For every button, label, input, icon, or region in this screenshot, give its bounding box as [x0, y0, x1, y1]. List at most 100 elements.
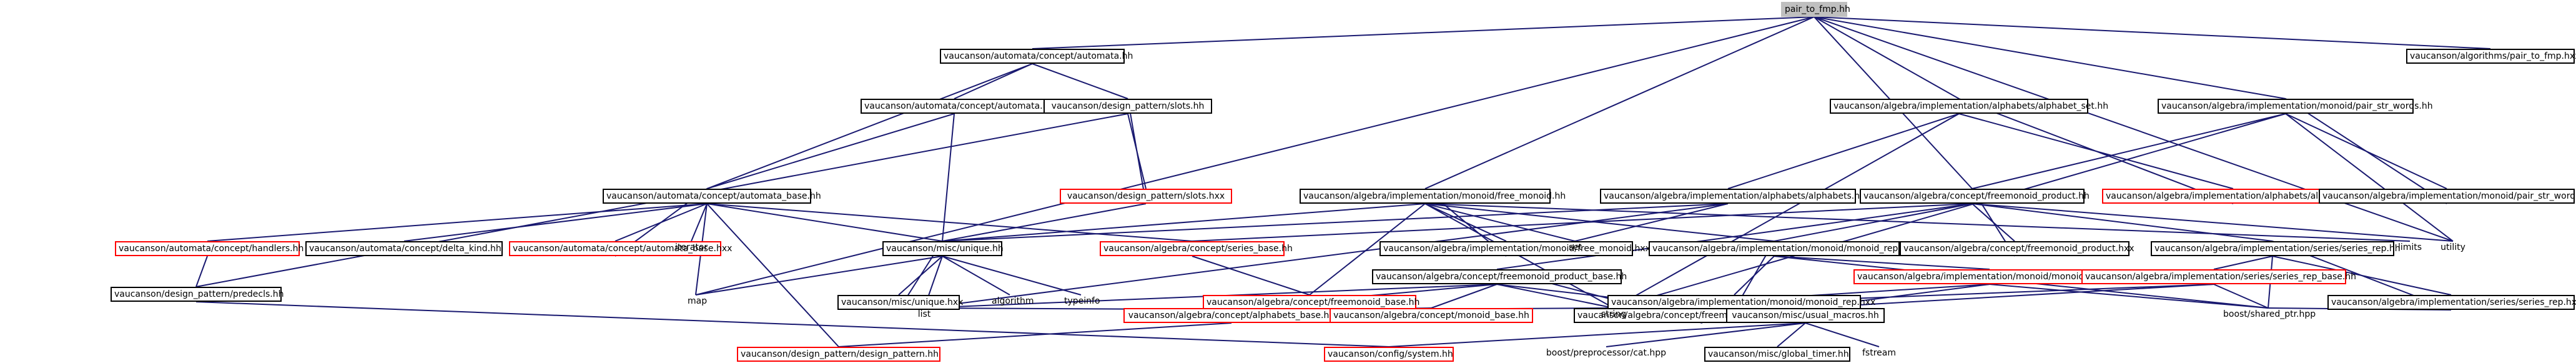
node-design-pattern-hh[interactable]: vaucanson/design_pattern/design_pattern.… — [737, 347, 940, 362]
node-unique-hh[interactable]: vaucanson/misc/unique.hh — [882, 241, 1004, 256]
node-algorithm: algorithm — [992, 296, 1034, 306]
edge-unique-hh-to-typeinfo — [942, 256, 1082, 296]
node-alphabets-base-hh[interactable]: vaucanson/algebra/concept/alphabets_base… — [1123, 308, 1340, 323]
edge-monoid-rep-hh-to-monoid-rep-base-hh — [1774, 256, 1990, 270]
edge-alphabet-set-hh-to-alphabets-hh — [1727, 113, 1960, 189]
edge-freemonoid-product-hh-to-series-base-hh — [1192, 203, 1973, 242]
edge-usual-macros-hh-to-fstream — [1805, 322, 1880, 347]
node-automata-base-hxx[interactable]: vaucanson/automata/concept/automata_base… — [509, 241, 732, 256]
node-typeinfo: typeinfo — [1064, 296, 1100, 306]
node-pair-to-fmp-hxx[interactable]: vaucanson/algorithms/pair_to_fmp.hxx — [2406, 49, 2576, 64]
edge-free-monoid-hh-to-unique-hh — [942, 203, 1426, 242]
node-system-hh[interactable]: vaucanson/config/system.hh — [1324, 347, 1454, 362]
edge-root-to-automata-hh — [1032, 16, 1815, 49]
edge-root-to-pair-str-words-hh — [1814, 16, 2286, 99]
node-iterator: iterator — [675, 242, 708, 252]
node-pair-str-words-hxx[interactable]: vaucanson/algebra/implementation/monoid/… — [2319, 189, 2576, 204]
node-series-base-hh[interactable]: vaucanson/algebra/concept/series_base.hh — [1100, 241, 1293, 256]
node-series-rep-hh[interactable]: vaucanson/algebra/implementation/series/… — [2151, 241, 2401, 256]
node-handlers-hh[interactable]: vaucanson/automata/concept/handlers.hh — [115, 241, 303, 256]
edge-pair-str-words-hxx-to-pair-str-words-hh — [2285, 98, 2447, 204]
node-series-rep-base-hh[interactable]: vaucanson/algebra/implementation/series/… — [2081, 269, 2356, 284]
edge-automata-base-hh-to-unique-hh — [706, 203, 943, 242]
edge-freemonoid-product-hh-to-monoid-rep-hh — [1774, 203, 1973, 242]
edge-alphabets-base-hh-to-design-pattern-hh — [838, 322, 1232, 347]
edge-root-to-pair-to-fmp-hxx — [1814, 16, 2491, 49]
edge-alphabets-hh-to-unique-hh — [942, 203, 1729, 242]
node-list: list — [917, 309, 931, 319]
node-map: map — [688, 296, 708, 306]
edge-automata-hxx-to-automata-base-hh — [706, 113, 955, 189]
edge-automata-base-hh-to-delta-kind-hh — [403, 203, 708, 242]
node-slots-hxx[interactable]: vaucanson/design_pattern/slots.hxx — [1060, 189, 1232, 204]
edge-alphabet-set-hh-to-string — [1613, 113, 1960, 309]
node-automata-base-hh[interactable]: vaucanson/automata/concept/automata_base… — [603, 189, 821, 204]
edge-series-rep-base-hh-to-shared-ptr-hpp — [2213, 284, 2269, 309]
node-monoid-rep-hh[interactable]: vaucanson/algebra/implementation/monoid/… — [1649, 241, 1912, 256]
node-global-timer-hh[interactable]: vaucanson/misc/global_timer.hh — [1704, 347, 1850, 362]
node-monoid-rep-base-hh[interactable]: vaucanson/algebra/implementation/monoid/… — [1853, 269, 2142, 284]
node-usual-macros-hh[interactable]: vaucanson/misc/usual_macros.hh — [1726, 308, 1885, 323]
edge-usual-macros-hh-to-cat-hpp — [1606, 322, 1806, 347]
edge-freemonoid-product-base-hh-to-string — [1496, 284, 1614, 309]
edge-series-rep-hh-to-series-rep-base-hh — [2213, 256, 2273, 270]
edge-automata-hh-to-automata-hxx — [954, 63, 1033, 99]
edge-automata-hh-to-slots-hh — [1032, 63, 1128, 99]
edge-usual-macros-hh-to-global-timer-hh — [1777, 322, 1806, 347]
node-freemonoid-product-base-hh[interactable]: vaucanson/algebra/concept/freemonoid_pro… — [1372, 269, 1627, 284]
edge-root-to-utility — [1814, 16, 2454, 242]
node-monoid-base-hh[interactable]: vaucanson/algebra/concept/monoid_base.hh — [1330, 308, 1533, 323]
node-alphabets-hh[interactable]: vaucanson/algebra/implementation/alphabe… — [1600, 189, 1865, 204]
edge-usual-macros-hh-to-system-hh — [1388, 322, 1806, 347]
node-automata-hxx[interactable]: vaucanson/automata/concept/automata.hxx — [861, 99, 1059, 114]
edge-slots-hxx-to-slots-hh — [1127, 98, 1147, 204]
node-unique-hxx[interactable]: vaucanson/misc/unique.hxx — [837, 295, 963, 310]
node-freemonoid-product-hh[interactable]: vaucanson/algebra/concept/freemonoid_pro… — [1860, 189, 2090, 204]
node-slots-hh[interactable]: vaucanson/design_pattern/slots.hh — [1044, 99, 1212, 114]
edge-alphabets-hh-to-list — [924, 203, 1729, 309]
edge-predecls-hh-to-system-hh — [195, 301, 1389, 347]
edge-automata-base-hh-to-series-base-hh — [706, 203, 1193, 242]
edge-root-to-free-monoid-hh — [1424, 16, 1815, 189]
edge-freemonoid-product-hh-to-utility — [1971, 203, 2454, 242]
edge-unique-hh-to-algorithm — [942, 256, 1010, 296]
node-delta-kind-hh[interactable]: vaucanson/automata/concept/delta_kind.hh — [305, 241, 503, 256]
edge-automata-base-hh-to-iterator — [691, 203, 708, 242]
node-alphabet-set-hh[interactable]: vaucanson/algebra/implementation/alphabe… — [1830, 99, 2108, 114]
edge-free-monoid-hh-to-monoid-rep-hh — [1424, 203, 1775, 242]
edge-series-rep-base-hh-to-usual-macros-hh — [1805, 284, 2214, 309]
node-shared-ptr-hpp: boost/shared_ptr.hpp — [2223, 309, 2316, 319]
node-fstream: fstream — [1862, 348, 1896, 358]
node-automata-hh[interactable]: vaucanson/automata/concept/automata.hh — [940, 49, 1133, 64]
node-utility: utility — [2440, 242, 2465, 252]
edge-pair-str-words-hh-to-utility — [2285, 113, 2454, 242]
edge-automata-hh-to-automata-base-hh — [706, 63, 1033, 189]
edge-slots-hxx-to-unique-hh — [942, 203, 1147, 242]
node-cat-hpp: boost/preprocessor/cat.hpp — [1546, 348, 1667, 358]
edge-pair-str-words-hh-to-freemonoid-product-hh — [1971, 113, 2286, 189]
node-limits: limits — [2398, 242, 2422, 252]
edge-alphabets-hh-to-set — [1574, 203, 1729, 242]
edge-freemonoid-product-hh-to-series-rep-hh — [1971, 203, 2273, 242]
node-free-monoid-hxx[interactable]: vaucanson/algebra/implementation/monoid/… — [1379, 241, 1651, 256]
node-free-monoid-hh[interactable]: vaucanson/algebra/implementation/monoid/… — [1300, 189, 1566, 204]
edge-freemonoid-product-base-hh-to-monoid-base-hh — [1431, 284, 1498, 309]
edge-unique-hh-to-map — [695, 256, 943, 296]
node-freemonoid-base-hh[interactable]: vaucanson/algebra/concept/freemonoid_bas… — [1203, 295, 1419, 310]
node-root[interactable]: pair_to_fmp.hh — [1781, 2, 1850, 17]
edge-alphabet-set-hxx-to-alphabet-set-hh — [1958, 98, 2234, 204]
edge-automata-hxx-to-unique-hh — [942, 113, 955, 242]
node-freemonoid-product-hxx[interactable]: vaucanson/algebra/concept/freemonoid_pro… — [1900, 241, 2134, 256]
edge-series-base-hh-to-freemonoid-base-hh — [1192, 256, 1310, 296]
edge-monoid-rep-base-hh-to-shared-ptr-hpp — [1989, 284, 2269, 309]
node-predecls-hh[interactable]: vaucanson/design_pattern/predecls.hh — [111, 287, 284, 302]
edge-free-monoid-hh-to-set — [1424, 203, 1576, 242]
node-pair-str-words-hh[interactable]: vaucanson/algebra/implementation/monoid/… — [2158, 99, 2433, 114]
edge-root-to-map — [695, 16, 1815, 296]
node-set: set — [1569, 242, 1582, 252]
node-string: string — [1601, 309, 1627, 319]
edge-freemonoid-product-hh-to-freemonoid-product-base-hh — [1496, 203, 1973, 270]
edge-automata-base-hh-to-design-pattern-hh — [706, 203, 839, 347]
node-series-rep-hxx[interactable]: vaucanson/algebra/implementation/series/… — [2327, 295, 2576, 310]
edge-pair-str-words-hh-to-string — [1613, 113, 2286, 309]
